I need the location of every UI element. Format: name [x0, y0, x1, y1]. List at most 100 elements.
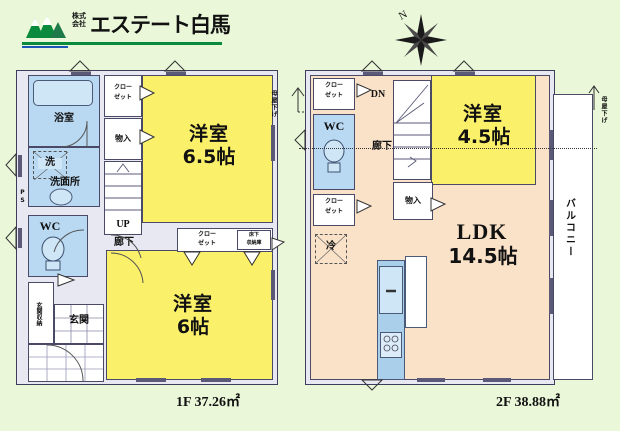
- logo-underline: [22, 42, 222, 45]
- company-prefix-line2: 会社: [72, 20, 86, 28]
- 1f-closet-mid-label-l1: クロー: [197, 231, 216, 238]
- window: [483, 378, 511, 382]
- 1f-porch: [28, 344, 104, 382]
- door-marker-icon: [271, 237, 286, 251]
- company-name: エステート白馬: [90, 13, 231, 37]
- 2f-wc-label: WC: [323, 119, 345, 133]
- compass-rose-icon: N: [383, 4, 455, 68]
- window-marker-icon: [68, 60, 92, 72]
- closet-mid-arrow-icon: [183, 251, 201, 266]
- window: [71, 72, 91, 75]
- 2f-bedroom-45-size: 4.5帖: [457, 126, 511, 148]
- window: [201, 378, 231, 382]
- bath-door-swing-icon: [60, 120, 88, 148]
- 1f-bedroom-6-size: 6帖: [176, 316, 210, 338]
- mountain-icon: [22, 14, 68, 40]
- 1f-washer-label: 洗: [38, 157, 62, 169]
- 1f-bedroom-6-name: 洋室: [172, 293, 213, 315]
- wc-door-swing-icon: [53, 229, 85, 253]
- 1f-stairs: [104, 161, 142, 235]
- company-prefix: 株式 会社: [72, 12, 86, 28]
- window: [18, 155, 22, 177]
- 1f-bedroom-65: [142, 75, 273, 223]
- closet-open-arrow-icon: [139, 85, 156, 101]
- 2f-area-label: 2F 38.88㎡: [496, 395, 561, 410]
- window-marker-icon: [452, 60, 476, 72]
- 2f-ldk-name: LDK: [456, 219, 508, 244]
- floorplan-1f: 洋室 6.5帖 洋室 6帖 浴室 洗 洗面所 PS WC: [5, 60, 286, 385]
- window-marker-icon: [163, 60, 187, 72]
- 2f-toilet-icon: [323, 139, 345, 173]
- bedroom6-door-swing-icon: [110, 252, 144, 284]
- 1f-entrance-label: 玄関: [69, 315, 89, 326]
- window-marker-icon: [5, 152, 17, 178]
- window: [549, 130, 553, 160]
- 2f-roof-drop-guideline: [299, 148, 597, 149]
- 2f-hallway-label: 廊下: [372, 141, 392, 152]
- company-prefix-line1: 株式: [72, 12, 86, 20]
- storage-open-arrow-icon: [139, 129, 156, 145]
- 2f-bedroom-45: [431, 75, 536, 185]
- window: [271, 125, 275, 161]
- bathtub-icon: [33, 80, 93, 106]
- window: [549, 200, 553, 236]
- sink-icon: [49, 188, 73, 206]
- 1f-closet-top-label-l2: ゼット: [113, 94, 132, 101]
- 2f-balcony: [553, 94, 593, 380]
- 1f-storage-label: 物入: [115, 134, 131, 143]
- 1f-bedroom-65-name: 洋室: [188, 123, 229, 145]
- 2f-closet-bottom-label-l2: ゼット: [324, 208, 343, 215]
- 1f-bathroom-label: 浴室: [54, 113, 74, 124]
- 2f-storage-arrow-icon: [430, 197, 447, 212]
- 2f-balcony-label: バルコニー: [563, 198, 575, 258]
- fridge-slot-icon: [315, 234, 347, 264]
- 1f-wc-label: WC: [39, 219, 61, 233]
- window-marker-icon: [360, 379, 384, 391]
- window-marker-icon: [294, 128, 306, 152]
- hallway-door-swing-icon: [110, 234, 142, 259]
- 2f-closet-top-arrow-icon: [356, 83, 373, 98]
- 1f-underfloor-label-l2: 収納庫: [246, 240, 262, 246]
- window: [363, 72, 383, 75]
- compass-north-label: N: [397, 8, 410, 22]
- window: [166, 72, 186, 75]
- window: [455, 72, 475, 75]
- window: [18, 228, 22, 248]
- kitchen-sink-icon: [379, 266, 403, 314]
- company-logo: 株式 会社 エステート白馬: [22, 10, 231, 50]
- roof-drop-leader-icon: [588, 85, 600, 110]
- 1f-washroom-label: 洗面所: [50, 177, 80, 188]
- 2f-bedroom-45-name: 洋室: [462, 103, 503, 125]
- underfloor-arrow-icon: [243, 251, 261, 266]
- 1f-stairs-up-label: UP: [116, 219, 130, 230]
- 2f-storage: [393, 182, 433, 220]
- 1f-storage: [104, 118, 142, 160]
- 1f-closet-top: [104, 75, 142, 117]
- 1f-underfloor-label-l1: 床下: [248, 232, 259, 238]
- 2f-roof-drop-annotation: 母屋下げ: [588, 76, 620, 148]
- 2f-closet-top-label-l2: ゼット: [324, 92, 343, 99]
- window-marker-icon: [360, 60, 384, 72]
- 2f-closet-top-label-l1: クロー: [324, 82, 343, 89]
- 1f-entrance-storage: [28, 282, 54, 344]
- 1f-bedroom-65-size: 6.5帖: [182, 146, 236, 168]
- 2f-closet-bottom-label-l1: クロー: [324, 198, 343, 205]
- 2f-stairs-dn-label: DN: [370, 89, 386, 100]
- 2f-roof-drop-label: 母屋下げ: [600, 96, 607, 124]
- window: [136, 378, 166, 382]
- 1f-area-label: 1F 37.26㎡: [176, 395, 241, 410]
- 2f-closet-top: [313, 78, 355, 110]
- 1f-hallway-label: 廊下: [114, 237, 134, 248]
- 1f-ps-label: PS: [19, 189, 26, 205]
- 2f-fridge-label: 冷: [326, 241, 336, 252]
- 1f-closet-mid-label-l2: ゼット: [197, 240, 216, 247]
- window: [549, 278, 553, 314]
- logo-underline-accent: [22, 46, 68, 48]
- 2f-closet-bottom-arrow-icon: [356, 199, 373, 214]
- 1f-underfloor-storage: [237, 230, 271, 250]
- 1f-entrance-storage-label: 玄関収納: [35, 302, 42, 326]
- entrance-storage-arrow-icon: [57, 273, 76, 287]
- kitchen-stove-icon: [380, 332, 402, 358]
- kitchen-island-icon: [405, 256, 427, 328]
